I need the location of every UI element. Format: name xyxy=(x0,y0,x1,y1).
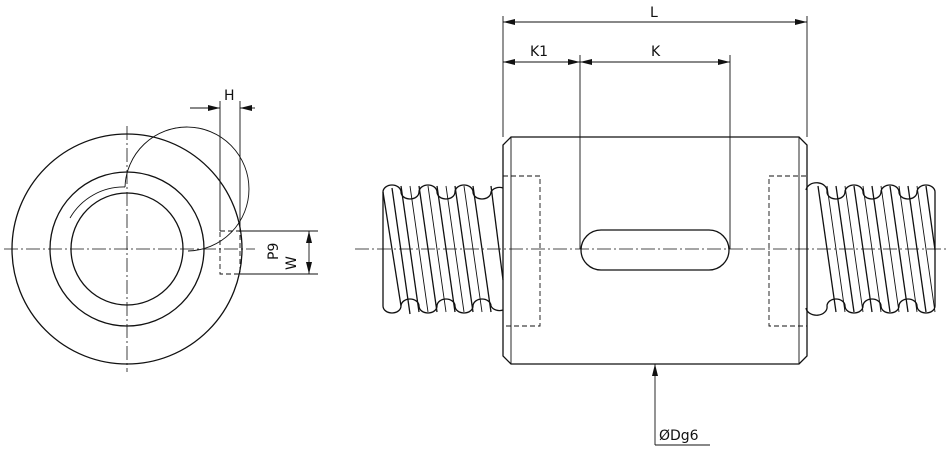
thread-root-arc-2 xyxy=(69,186,126,219)
k1-label: K1 xyxy=(530,44,548,60)
k-arrow-left xyxy=(580,59,592,65)
l-arrow-right xyxy=(795,19,807,25)
end-view: H P9 W xyxy=(4,88,318,372)
left-screw-thread xyxy=(382,184,504,315)
h-arrow-left xyxy=(208,105,220,111)
l-label: L xyxy=(650,5,658,21)
nut-body-outline xyxy=(502,136,808,365)
w-label: W xyxy=(284,256,300,270)
k1-arrow-right xyxy=(568,59,580,65)
keyway-slot xyxy=(580,229,730,271)
p9-label: P9 xyxy=(266,243,282,260)
right-recess-hidden xyxy=(768,175,808,327)
diameter-label: ØDg6 xyxy=(659,428,699,444)
left-recess-hidden xyxy=(502,175,541,327)
right-screw-thread xyxy=(805,182,936,316)
l-arrow-left xyxy=(503,19,515,25)
k-arrow-right xyxy=(718,59,730,65)
w-arrow-bottom xyxy=(306,262,312,274)
w-arrow-top xyxy=(306,231,312,243)
k-label: K xyxy=(651,44,661,60)
k1-arrow-left xyxy=(503,59,515,65)
nut-outer-circle xyxy=(11,133,243,365)
h-arrow-right xyxy=(240,105,252,111)
h-label: H xyxy=(224,88,235,104)
diameter-arrow xyxy=(652,364,658,376)
side-view: L K1 K ØDg6 xyxy=(355,5,949,446)
bore-circle xyxy=(70,192,184,306)
thread-root-arc xyxy=(124,126,250,252)
keyway-hidden-outline xyxy=(219,230,241,275)
